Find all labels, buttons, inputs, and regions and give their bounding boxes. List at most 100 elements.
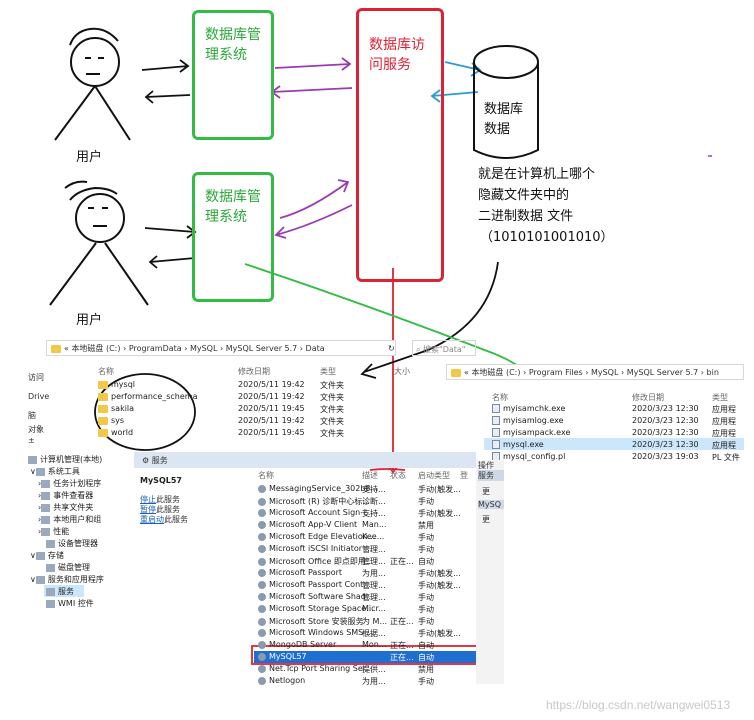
breadcrumb-item[interactable]: MySQL Server 5.7 — [626, 368, 699, 377]
tree-item[interactable]: 计算机管理(本地) — [28, 454, 102, 466]
tree-item[interactable]: ›事件查看器 — [38, 491, 94, 500]
refresh-icon[interactable]: ↻ — [388, 344, 395, 353]
exe-icon — [492, 404, 500, 413]
table-row[interactable]: sakila — [98, 404, 134, 416]
tree-item[interactable]: ∨系统工具 — [30, 467, 80, 476]
nav-item[interactable]: Drive — [28, 392, 50, 401]
service-icon — [258, 508, 266, 517]
table-row[interactable]: myisampack.exe — [492, 428, 570, 440]
breadcrumb-item[interactable]: MySQL — [590, 368, 619, 377]
table-row[interactable]: myisamchk.exe — [492, 404, 565, 416]
col-header-modified[interactable]: 修改日期 — [238, 367, 270, 376]
col-header-name[interactable]: 名称 — [98, 367, 114, 376]
col-header-name[interactable]: 名称 — [492, 393, 508, 402]
breadcrumb-item[interactable]: bin — [706, 368, 719, 377]
tree-item[interactable]: ∨服务和应用程序 — [30, 575, 104, 584]
stop-link[interactable]: 停止 — [140, 495, 156, 504]
breadcrumb-item[interactable]: Program Files — [528, 368, 583, 377]
file-type: 文件夹 — [320, 393, 344, 402]
tree-item[interactable]: ›共享文件夹 — [38, 503, 94, 512]
breadcrumb-item[interactable]: 本地磁盘 (C:) — [71, 344, 121, 353]
service-row[interactable]: Microsoft Storage Space... — [258, 604, 374, 616]
service-row[interactable]: Microsoft iSCSI Initiator ... — [258, 544, 372, 556]
table-row[interactable]: world — [98, 428, 133, 440]
tree-item[interactable]: 磁盘管理 — [46, 562, 90, 574]
nav-item[interactable]: 对象 — [28, 425, 44, 434]
tree-label: 服务 — [58, 587, 74, 596]
service-row[interactable]: Microsoft Office 即点即用... — [258, 556, 373, 568]
col-header-name[interactable]: 名称 — [258, 471, 274, 480]
annotation-line: 就是在计算机上哪个 — [478, 167, 596, 182]
service-startup: 自动 — [418, 557, 434, 566]
service-row[interactable]: Microsoft Windows SMS ... — [258, 628, 373, 640]
tree-item[interactable]: ›任务计划程序 — [38, 479, 102, 488]
side-item[interactable]: 服务 — [478, 470, 504, 481]
breadcrumb-item[interactable]: ProgramData — [128, 344, 182, 353]
col-header-desc[interactable]: 描述 — [362, 471, 378, 480]
col-header-type[interactable]: 类型 — [712, 393, 728, 402]
col-header-status[interactable]: 状态 — [390, 471, 406, 480]
address-bar[interactable]: « 本地磁盘 (C:) › ProgramData › MySQL › MySQ… — [46, 340, 396, 356]
action-restart[interactable]: 重启动此服务 — [140, 514, 188, 525]
col-header-startup[interactable]: 启动类型 — [418, 471, 450, 480]
device-manager-icon — [46, 539, 55, 548]
service-row[interactable]: Microsoft Store 安装服务 — [258, 616, 364, 628]
service-desc: 管理... — [362, 593, 386, 602]
service-name: Microsoft Windows SMS ... — [269, 628, 374, 637]
tree-item[interactable]: 设备管理器 — [46, 538, 98, 550]
address-bar-right[interactable]: « 本地磁盘 (C:) › Program Files › MySQL › My… — [446, 364, 744, 380]
service-icon — [258, 664, 266, 673]
breadcrumb-item[interactable]: MySQL Server 5.7 — [225, 344, 298, 353]
side-item[interactable]: 更 — [482, 487, 490, 496]
action-stop[interactable]: 停止此服务 — [140, 494, 180, 505]
nav-item[interactable]: ± — [28, 436, 35, 445]
pause-link[interactable]: 暂停 — [140, 505, 156, 514]
table-row[interactable]: myisamlog.exe — [492, 416, 564, 428]
restart-link[interactable]: 重启动 — [140, 515, 164, 524]
col-header-logon[interactable]: 登 — [460, 471, 468, 480]
service-row[interactable]: Netlogon — [258, 676, 305, 688]
col-header-modified[interactable]: 修改日期 — [632, 393, 664, 402]
service-row[interactable]: Microsoft Passport — [258, 568, 342, 580]
table-row[interactable]: sys — [98, 416, 124, 428]
dbms-service-arrows — [270, 57, 353, 239]
annotation-line: 二进制数据 文件 — [478, 209, 574, 224]
services-icon: ⚙ — [142, 456, 150, 465]
folder-icon — [98, 428, 108, 437]
side-item[interactable]: 更 — [482, 515, 490, 524]
tree-item[interactable]: ∨存储 — [30, 551, 64, 560]
breadcrumb-item[interactable]: Data — [305, 344, 325, 353]
gear-icon — [46, 587, 55, 596]
search-box[interactable]: ⌕ 搜索"Data" — [412, 340, 476, 356]
service-row[interactable]: MessagingService_302b8... — [258, 484, 378, 496]
breadcrumb-item[interactable]: 本地磁盘 (C:) — [471, 368, 521, 377]
breadcrumb-item[interactable]: MySQL — [189, 344, 218, 353]
service-name: Microsoft App-V Client — [269, 520, 358, 529]
tree-item-selected[interactable]: 服务 — [46, 586, 74, 598]
tree-item[interactable]: WMI 控件 — [46, 598, 94, 610]
service-row-selected[interactable]: MySQL57 — [258, 652, 307, 664]
tree-item[interactable]: ›本地用户和组 — [38, 515, 102, 524]
table-row-selected[interactable]: mysql.exe — [492, 440, 544, 452]
service-row[interactable]: Microsoft (R) 诊断中心标... — [258, 496, 370, 508]
service-startup: 手动 — [418, 533, 434, 542]
side-item[interactable]: MySQ — [478, 500, 504, 509]
service-row[interactable]: Net.Tcp Port Sharing Ser... — [258, 664, 373, 676]
service-row[interactable]: Microsoft Software Shad... — [258, 592, 374, 604]
service-row[interactable]: Microsoft Account Sign-i... — [258, 508, 373, 520]
service-desc: 管理... — [362, 581, 386, 590]
service-row[interactable]: Microsoft App-V Client — [258, 520, 357, 532]
nav-item[interactable]: 访问 — [28, 373, 44, 382]
service-name: Microsoft (R) 诊断中心标... — [269, 497, 370, 506]
col-header-type[interactable]: 类型 — [320, 367, 336, 376]
service-row[interactable]: MongoDB Server — [258, 640, 336, 652]
nav-item[interactable]: 脑 — [28, 411, 36, 420]
table-row[interactable]: performance_schema — [98, 392, 198, 404]
file-date: 2020/5/11 19:42 — [238, 380, 305, 389]
tree-item[interactable]: ›性能 — [38, 527, 70, 536]
action-pause[interactable]: 暂停此服务 — [140, 504, 180, 515]
col-header-size[interactable]: 大小 — [394, 367, 410, 376]
service-row[interactable]: Microsoft Edge Elevation... — [258, 532, 375, 544]
table-row[interactable]: mysql — [98, 380, 135, 392]
service-row[interactable]: Microsoft Passport Cont... — [258, 580, 371, 592]
